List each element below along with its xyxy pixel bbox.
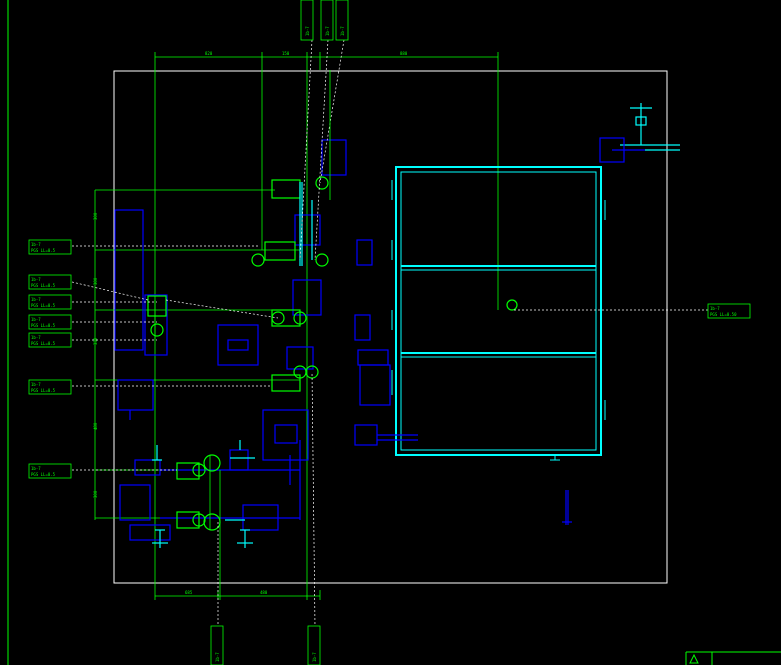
tag-left-7-sub: PGS LL=0.5 (31, 472, 56, 477)
tag-left-3[interactable]: 1b-7 PGS LL=0.5 (28, 294, 72, 310)
tag-right-sub: PGS LL=0.50 (710, 312, 737, 317)
tag-left-5-title: 1b-7 (31, 335, 41, 340)
right-post (562, 490, 572, 525)
tag-right[interactable]: 1b-7 PGS LL=0.50 (707, 303, 751, 319)
tag-left-7-title: 1b-7 (31, 466, 41, 471)
svg-text:300: 300 (93, 277, 98, 285)
tag-bottom-1[interactable]: 1b-7 (210, 625, 224, 665)
tag-left-1-title: 1b-7 (31, 242, 41, 247)
tag-left-4[interactable]: 1b-7 PGS LL=0.5 (28, 314, 72, 330)
tag-group-bottom: 1b-7 1b-7 (210, 625, 321, 665)
tag-left-7[interactable]: 1b-7 PGS LL=0.5 (28, 463, 72, 479)
left-equipment (147, 176, 518, 531)
left-piping-network (114, 139, 418, 541)
tag-left-3-sub: PGS LL=0.5 (31, 303, 56, 308)
tag-left-5-sub: PGS LL=0.5 (31, 341, 56, 346)
svg-text:330: 330 (93, 337, 98, 345)
equipment-connectors (154, 70, 331, 600)
cyan-fittings (152, 182, 313, 548)
room-outline (113, 70, 668, 584)
tag-bottom-2[interactable]: 1b-7 (307, 625, 321, 665)
tag-group-left: 1b-7 PGS LL=0.5 1b-7 PGS LL=0.5 1b-7 PGS… (28, 239, 72, 479)
tag-left-2-sub: PGS LL=0.5 (31, 283, 56, 288)
tag-left-5[interactable]: 1b-7 PGS LL=0.5 (28, 332, 72, 348)
tag-left-4-title: 1b-7 (31, 317, 41, 322)
tag-right-title: 1b-7 (710, 306, 720, 311)
svg-text:880: 880 (400, 51, 408, 56)
tag-left-6-title: 1b-7 (31, 382, 41, 387)
tag-left-1-sub: PGS LL=0.5 (31, 248, 56, 253)
svg-text:685: 685 (185, 590, 193, 595)
tag-top-1[interactable]: 1b-7 (300, 0, 314, 41)
svg-text:480: 480 (260, 590, 268, 595)
svg-text:300: 300 (93, 490, 98, 498)
tag-top-3-text: 1b-7 (340, 26, 345, 36)
tag-top-1-text: 1b-7 (305, 26, 310, 36)
tag-top-2[interactable]: 1b-7 (320, 0, 334, 41)
tag-left-1[interactable]: 1b-7 PGS LL=0.5 (28, 239, 72, 255)
svg-text:820: 820 (205, 51, 213, 56)
tag-left-3-title: 1b-7 (31, 297, 41, 302)
tag-left-2-title: 1b-7 (31, 277, 41, 282)
storage-tank (391, 166, 606, 461)
tag-top-2-text: 1b-7 (325, 26, 330, 36)
svg-text:300: 300 (93, 212, 98, 220)
top-right-valve (620, 103, 680, 151)
tag-bottom-1-text: 1b-7 (215, 652, 220, 662)
tag-left-6-sub: PGS LL=0.5 (31, 388, 56, 393)
tag-top-3[interactable]: 1b-7 (335, 0, 349, 41)
top-right-pipe (599, 137, 645, 163)
north-arrow-icon (689, 653, 699, 664)
leader-lines (71, 39, 708, 629)
tag-left-4-sub: PGS LL=0.5 (31, 323, 56, 328)
tag-left-2[interactable]: 1b-7 PGS LL=0.5 (28, 274, 72, 290)
svg-text:480: 480 (93, 422, 98, 430)
dimension-values: 820 150 880 685 480 300 300 330 480 300 (93, 51, 408, 595)
tag-left-6[interactable]: 1b-7 PGS LL=0.5 (28, 379, 72, 395)
tag-group-top: 1b-7 1b-7 1b-7 (300, 0, 349, 41)
tag-bottom-2-text: 1b-7 (312, 652, 317, 662)
svg-text:150: 150 (282, 51, 290, 56)
